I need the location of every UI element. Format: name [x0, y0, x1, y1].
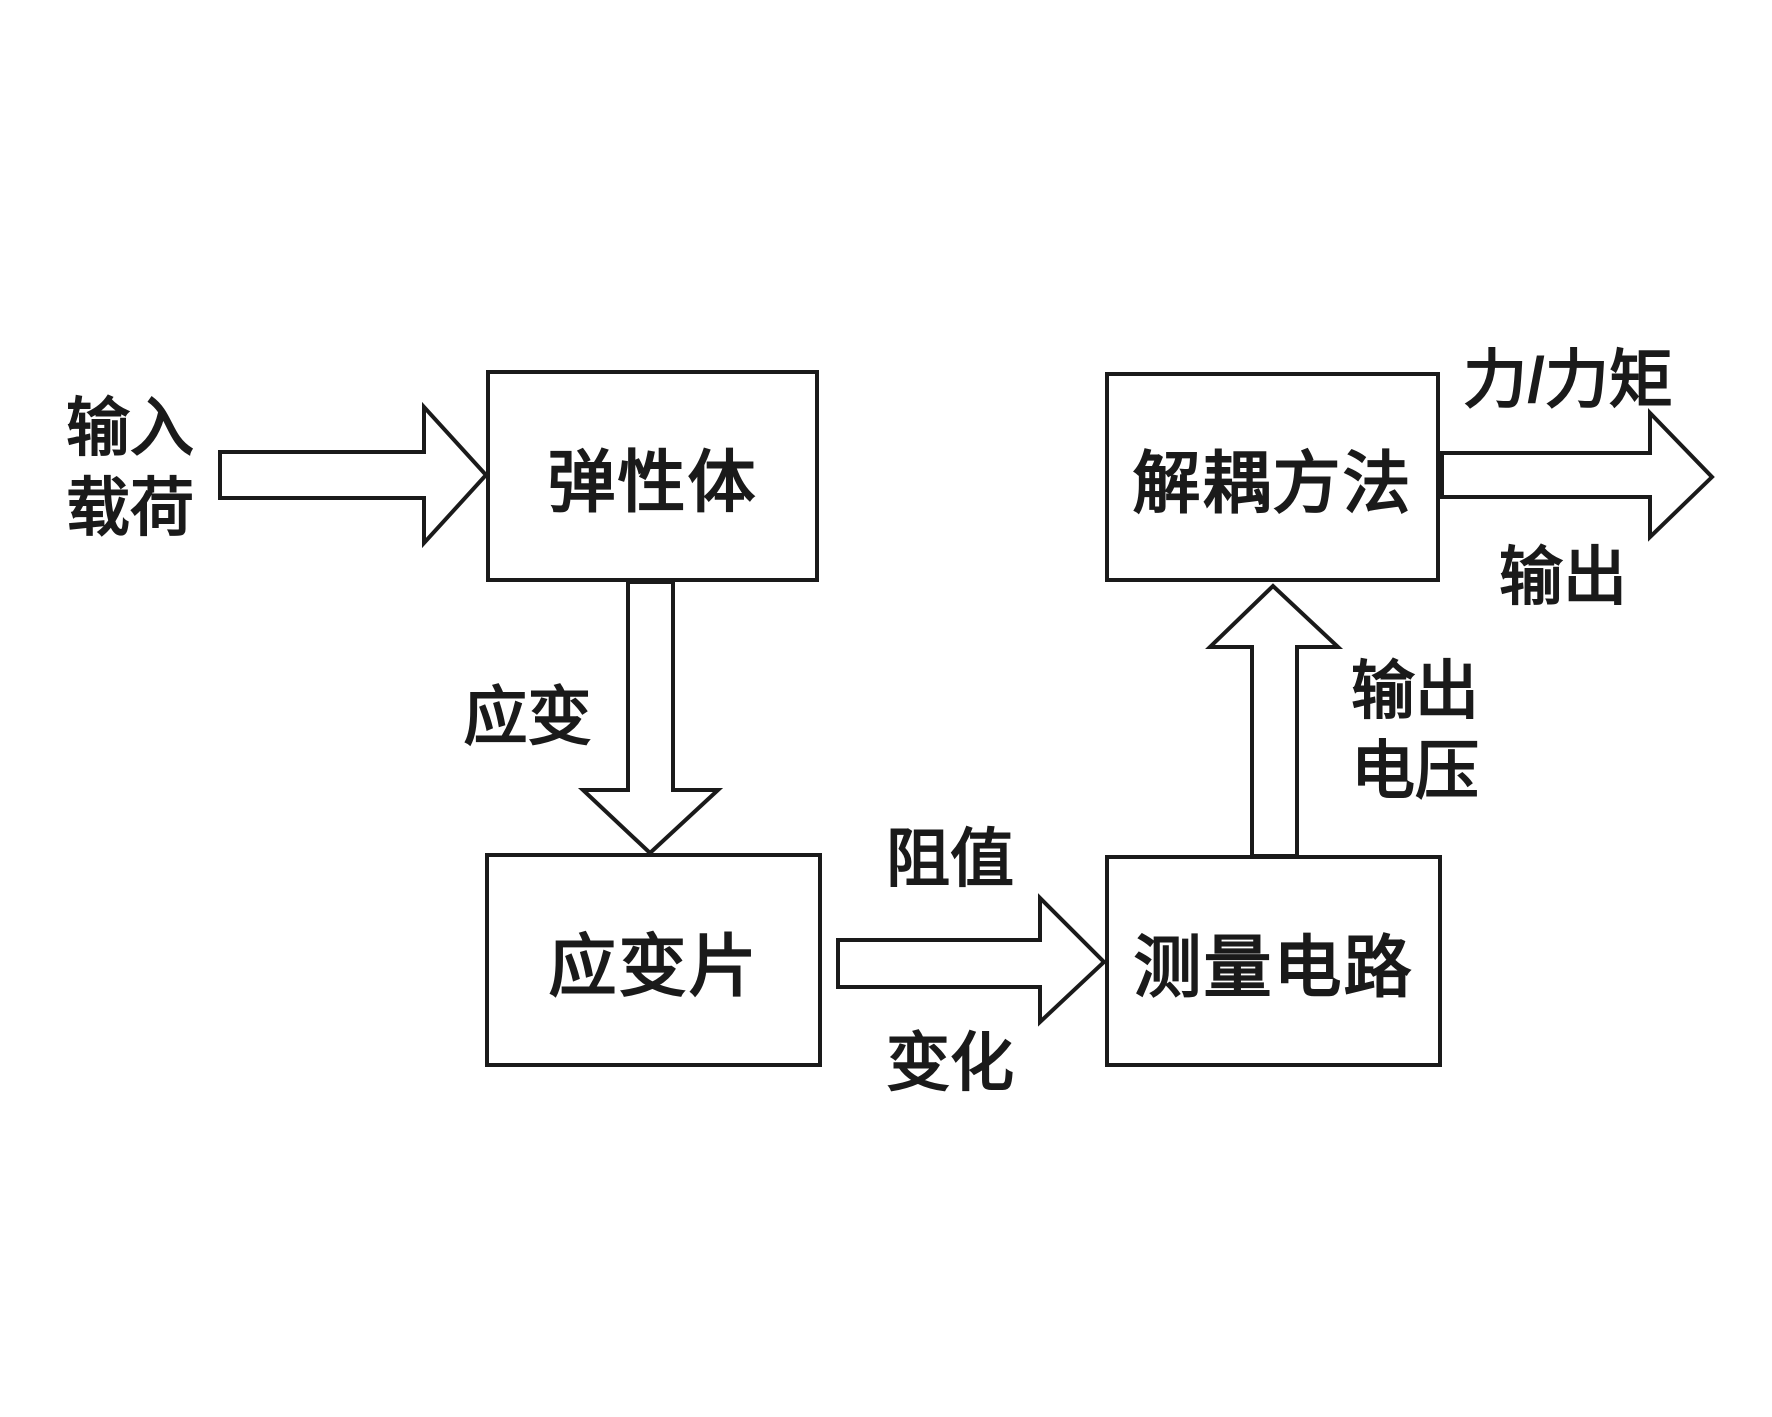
node-elastic-body-label: 弹性体 — [547, 444, 758, 521]
output-voltage-label-line2: 电压 — [1351, 735, 1479, 807]
input-load-label-line2: 载荷 — [66, 472, 194, 544]
node-strain-gauge-label: 应变片 — [548, 928, 759, 1005]
node-measurement-circuit-label: 测量电路 — [1133, 929, 1414, 1006]
node-elastic-body: 弹性体 — [486, 370, 819, 582]
resistance-change-arrow-icon — [836, 893, 1107, 1027]
input-load-label-line1: 输入 — [66, 392, 194, 464]
node-measurement-circuit: 测量电路 — [1105, 855, 1442, 1067]
input-load-arrow-icon — [218, 401, 489, 549]
strain-label: 应变 — [450, 677, 605, 757]
output-voltage-arrow-icon — [1205, 583, 1344, 858]
force-torque-label: 力/力矩 — [1418, 340, 1718, 420]
input-load-label: 输入 载荷 — [40, 388, 220, 548]
strain-arrow-icon — [577, 580, 724, 856]
output-voltage-label: 输出 电压 — [1340, 651, 1490, 811]
resistance-change-label-text1: 阻值 — [886, 823, 1014, 895]
node-decoupling-method-label: 解耦方法 — [1132, 445, 1413, 522]
node-decoupling-method: 解耦方法 — [1105, 372, 1440, 582]
force-torque-label-text: 力/力矩 — [1463, 344, 1673, 416]
resistance-change-label-text2: 变化 — [886, 1027, 1014, 1099]
resistance-change-label-line2: 变化 — [870, 1023, 1030, 1103]
output-label: 输出 — [1488, 537, 1638, 617]
resistance-change-label-line1: 阻值 — [870, 819, 1030, 899]
node-strain-gauge: 应变片 — [485, 853, 822, 1067]
force-torque-output-arrow-icon — [1440, 408, 1715, 542]
output-label-text: 输出 — [1499, 541, 1627, 613]
strain-label-text: 应变 — [463, 681, 592, 753]
output-voltage-label-line1: 输出 — [1351, 655, 1479, 727]
